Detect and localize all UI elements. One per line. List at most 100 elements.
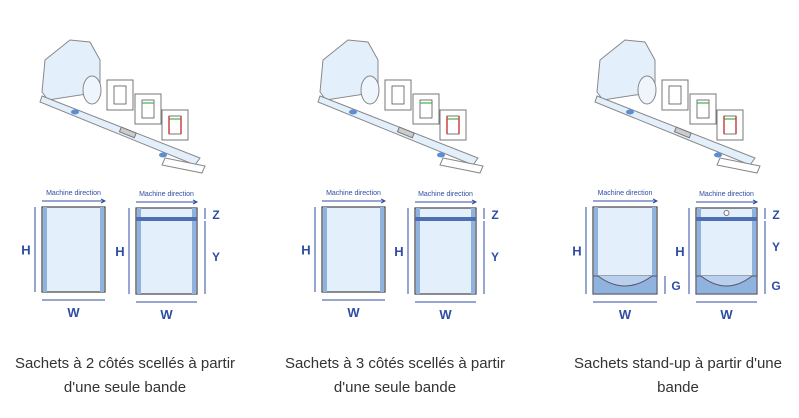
pouch-sketch: [419, 99, 433, 119]
sealing-bar: [673, 126, 692, 139]
callout-1: [384, 79, 412, 111]
width-label-W: W: [720, 307, 733, 322]
pouch-body: [414, 207, 477, 295]
sensor-mark: [437, 152, 445, 158]
callout-1: [661, 79, 689, 111]
sensor-mark: [349, 109, 357, 115]
pouch-sketch: [141, 99, 155, 119]
width-label-W: W: [619, 307, 632, 322]
hang-hole: [723, 210, 730, 216]
film-roll: [360, 75, 380, 105]
height-label-H: H: [301, 243, 310, 258]
dimension-label-Y: Y: [212, 250, 220, 264]
machine-direction-label: Machine direction: [699, 191, 754, 198]
sensor-mark: [714, 152, 722, 158]
callout-box: [412, 93, 440, 125]
side-seal: [323, 207, 327, 292]
dimension-label-Z: Z: [212, 208, 219, 222]
machine-illustration: [39, 39, 206, 174]
height-label-H: H: [115, 244, 124, 259]
callout-3: [716, 109, 744, 141]
callout-3: [161, 109, 189, 141]
dimension-label-G: G: [771, 279, 780, 293]
dimension-label-Y: Y: [491, 250, 499, 264]
zipper-seal: [415, 217, 476, 221]
zipper-seal: [696, 217, 757, 221]
side-seal: [137, 208, 141, 294]
sensor-mark: [159, 152, 167, 158]
film-roll: [637, 75, 657, 105]
machine-direction-label: Machine direction: [598, 190, 653, 197]
machine-direction-arrow: [136, 199, 199, 205]
zipper-seal: [136, 217, 197, 221]
callout-2: [412, 93, 440, 125]
height-label-H: H: [21, 243, 30, 258]
machine-direction-arrow: [415, 199, 478, 205]
machine-direction-arrow: [593, 198, 659, 204]
pouch-body: [41, 206, 106, 293]
pouch-sketch: [391, 85, 405, 105]
side-seal: [380, 207, 384, 292]
film-roll: [82, 75, 102, 105]
dimension-label-Z: Z: [772, 208, 779, 222]
sealing-bar: [396, 126, 415, 139]
machine-direction-label: Machine direction: [46, 190, 101, 197]
height-label-H: H: [572, 244, 581, 259]
callout-1: [106, 79, 134, 111]
side-seal: [192, 208, 196, 294]
pouch-sketch: [113, 85, 127, 105]
cut-pouches: [439, 157, 484, 174]
side-seal: [416, 208, 420, 294]
gusset-curve: [700, 275, 753, 287]
callout-2: [134, 93, 162, 125]
machine-illustration: [594, 39, 761, 174]
machine-direction-label: Machine direction: [139, 191, 194, 198]
machine-direction-label: Machine direction: [326, 190, 381, 197]
machine-illustration: [317, 39, 484, 174]
width-label-W: W: [160, 307, 173, 322]
pouch-body: [135, 207, 198, 295]
side-seal: [697, 208, 701, 294]
caption-three-side: Sachets à 3 côtés scellés à partir d'une…: [284, 355, 506, 396]
side-seal: [752, 208, 756, 294]
callout-2: [689, 93, 717, 125]
height-label-H: H: [675, 244, 684, 259]
side-seal: [652, 207, 656, 294]
dimension-label-Z: Z: [491, 208, 498, 222]
dimension-label-G: G: [671, 279, 680, 293]
side-seal: [100, 207, 104, 292]
cut-pouches: [716, 157, 761, 174]
side-seal: [471, 208, 475, 294]
pouch-sketch: [696, 99, 710, 119]
gusset-curve: [597, 275, 653, 287]
machine-direction-arrow: [42, 198, 107, 204]
pouch-body: [321, 206, 386, 293]
caption-stand-up: Sachets stand-up à partir d'une bande: [574, 355, 782, 396]
side-seal: [43, 207, 47, 292]
sensor-mark: [626, 109, 634, 115]
pouch-sketch: [668, 85, 682, 105]
width-label-W: W: [67, 305, 80, 320]
width-label-W: W: [439, 307, 452, 322]
machine-direction-arrow: [696, 199, 759, 205]
callout-3: [439, 109, 467, 141]
machine-direction-arrow: [322, 198, 387, 204]
caption-two-side: Sachets à 2 côtés scellés à partir d'une…: [14, 355, 236, 396]
side-seal: [594, 207, 598, 294]
height-label-H: H: [394, 244, 403, 259]
sensor-mark: [71, 109, 79, 115]
sealing-bar: [118, 126, 137, 139]
machine-direction-label: Machine direction: [418, 191, 473, 198]
cut-pouches: [161, 157, 206, 174]
width-label-W: W: [347, 305, 360, 320]
